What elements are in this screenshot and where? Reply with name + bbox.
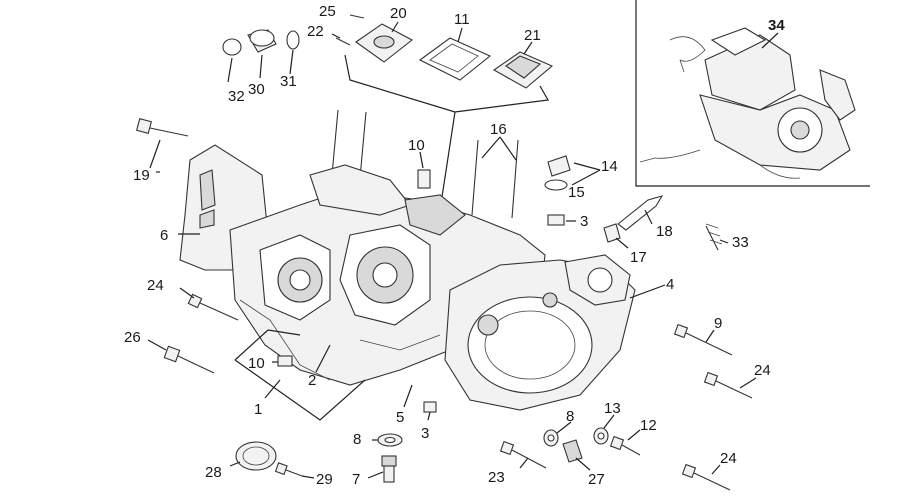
callout-16: 16 [490,121,507,138]
bolt-24-right [703,371,753,399]
callout-18: 18 [656,223,673,240]
callout-33: 33 [732,234,749,251]
clamp-31 [286,30,300,50]
gasket-11 [418,37,492,81]
assembled-engine-illustration [639,27,856,179]
callout-34: 34 [768,17,785,34]
hose-18 [617,195,664,231]
callout-23: 23 [488,469,505,486]
inset-panel: 34 [635,0,870,187]
callout-30: 30 [248,81,265,98]
clamp-32 [222,38,242,56]
callout-24-bottom: 24 [720,450,737,467]
callout-3-top: 3 [580,213,588,230]
callout-3-bottom: 3 [421,425,429,442]
callout-20: 20 [390,5,407,22]
spring-33 [705,223,723,251]
screw-29 [274,462,303,477]
filler-cap-14 [544,155,571,191]
bolt-24-bottom [681,463,731,491]
callout-12: 12 [640,417,657,434]
bolt-26 [163,345,215,374]
dowel-10-bottom [277,355,293,367]
callout-6: 6 [160,227,168,244]
dowel-10-top [417,169,431,189]
callout-28: 28 [205,464,222,481]
crankcase-assembly-1 [229,164,546,386]
callout-19: 19 [133,167,150,184]
callout-1: 1 [254,401,262,418]
callout-8-right: 8 [566,408,574,425]
callout-7: 7 [352,471,360,488]
callout-5: 5 [396,409,404,426]
cap-28 [235,441,277,471]
callout-27: 27 [588,471,605,488]
callout-29: 29 [316,471,333,488]
callout-9: 9 [714,315,722,332]
callout-25: 25 [319,3,336,20]
callout-22: 22 [307,23,324,40]
bolt-19 [135,117,189,137]
bolt-12 [609,435,641,456]
callout-21: 21 [524,27,541,44]
callout-17: 17 [630,249,647,266]
fitting-17 [603,223,621,243]
bolt-9 [673,323,733,356]
dowel-3-top [547,214,565,226]
callout-14: 14 [601,158,618,175]
callout-15: 15 [568,184,585,201]
dowel-3-bottom [423,401,437,413]
callout-4: 4 [666,276,674,293]
callout-24-left: 24 [147,277,164,294]
bolt-23 [499,440,547,469]
callout-13: 13 [604,400,621,417]
callout-32: 32 [228,88,245,105]
callout-24-right: 24 [754,362,771,379]
callout-10-top: 10 [408,137,425,154]
callout-8-left: 8 [353,431,361,448]
cover-4 [444,254,636,411]
callout-2: 2 [308,372,316,389]
callout-26: 26 [124,329,141,346]
plug-27 [562,439,583,463]
bolt-24-left [187,293,239,321]
callout-31: 31 [280,73,297,90]
callout-10-bottom: 10 [248,355,265,372]
intake-group [222,14,554,211]
drain-plug-7 [381,455,397,483]
studs-16 [331,109,519,219]
callout-11: 11 [454,11,470,28]
